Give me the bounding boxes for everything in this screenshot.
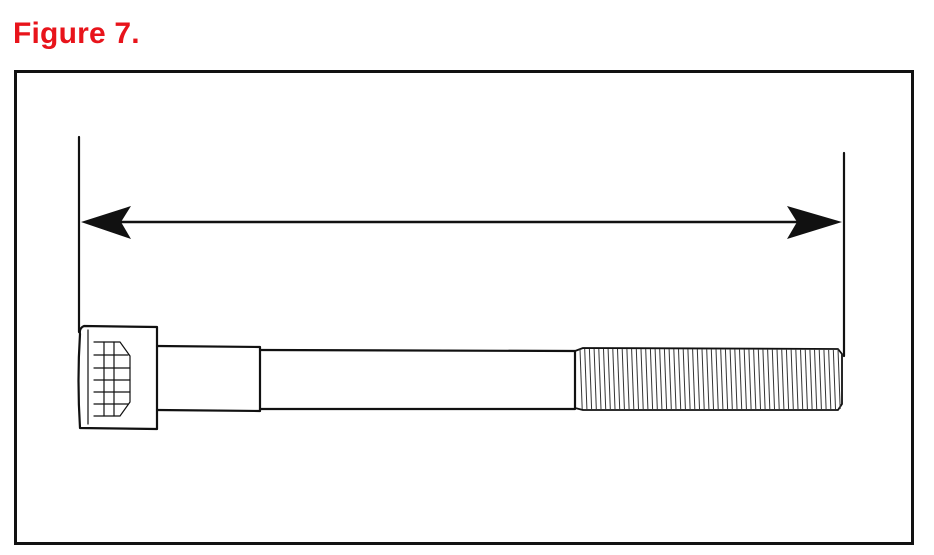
figure-title: Figure 7. <box>13 17 140 50</box>
diagram-frame <box>14 70 914 545</box>
